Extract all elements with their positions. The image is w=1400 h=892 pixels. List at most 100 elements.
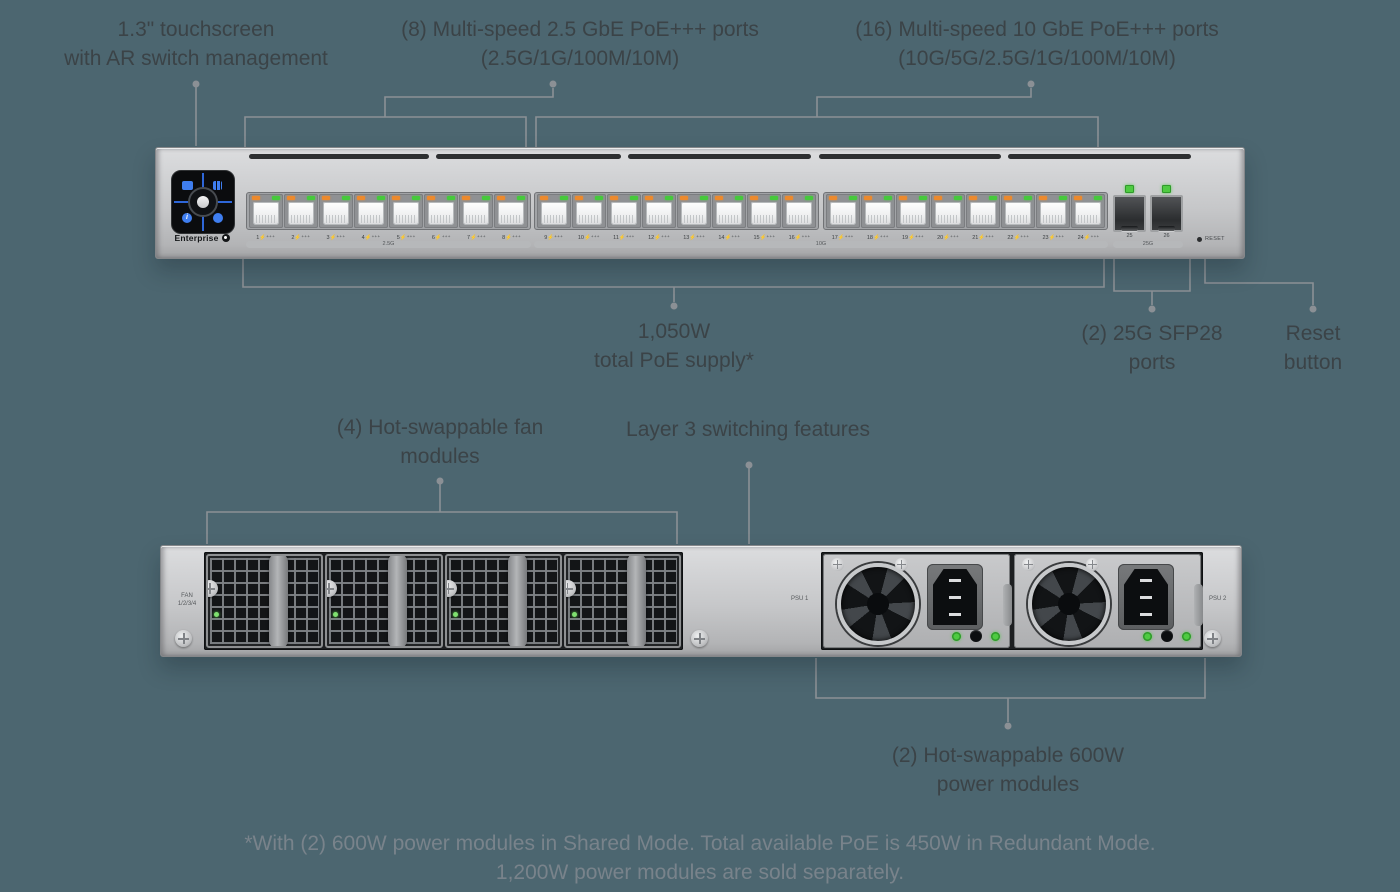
ethernet-port-1: 1⚡⁺⁺⁺ — [248, 194, 283, 241]
port-number-label: 20⚡⁺⁺⁺ — [937, 235, 959, 241]
fan-thumbscrew — [208, 580, 218, 597]
port-led-green — [629, 196, 638, 200]
fan-mesh — [329, 558, 439, 644]
rj45-jack — [498, 202, 525, 225]
rj45-jack — [751, 202, 778, 225]
port-number-label: 3⚡⁺⁺⁺ — [326, 235, 346, 241]
port-led-green — [664, 196, 673, 200]
ethernet-port-6: 6⚡⁺⁺⁺ — [424, 194, 459, 241]
port-number-label: 1⚡⁺⁺⁺ — [256, 235, 275, 241]
port-number-label: 6⚡⁺⁺⁺ — [431, 235, 451, 241]
rj45-jack — [681, 202, 708, 225]
switch-front-view: i Enterprise 1⚡⁺⁺⁺2⚡⁺⁺⁺3⚡⁺⁺⁺4⚡⁺⁺⁺5⚡⁺⁺⁺6⚡… — [155, 147, 1245, 259]
psu-module-2 — [1014, 554, 1203, 648]
sfp-led — [1162, 185, 1171, 193]
port-led-orange — [427, 196, 436, 200]
psu-button — [1161, 630, 1173, 642]
port-group-1: 1⚡⁺⁺⁺2⚡⁺⁺⁺3⚡⁺⁺⁺4⚡⁺⁺⁺5⚡⁺⁺⁺6⚡⁺⁺⁺7⚡⁺⁺⁺8⚡⁺⁺⁺ — [246, 192, 531, 241]
rj45-jack — [645, 202, 672, 225]
port-led-green — [517, 196, 526, 200]
callout-line-fans — [206, 477, 678, 544]
port-led-orange — [539, 196, 548, 200]
callout-line-25gbe-ports — [244, 80, 557, 147]
speed-bar-25g: 25G — [1113, 241, 1183, 248]
reset-label: RESET — [1205, 236, 1225, 242]
callout-25gbe-line2: (2.5G/1G/100M/10M) — [480, 46, 680, 70]
port-led-green — [918, 196, 927, 200]
port-number-label: 10⚡⁺⁺⁺ — [577, 235, 600, 241]
ac-pin — [949, 595, 961, 600]
port-led-green — [1059, 196, 1068, 200]
port-led-green — [735, 196, 744, 200]
port-number-label: 11⚡⁺⁺⁺ — [613, 235, 635, 241]
port-led-orange — [462, 196, 471, 200]
port-led-orange — [828, 196, 837, 200]
chassis-screw — [691, 630, 708, 647]
psu-screw — [895, 558, 908, 571]
callout-power-line1: (2) Hot-swappable 600W — [891, 744, 1125, 767]
port-number-label: 21⚡⁺⁺⁺ — [972, 235, 994, 241]
callout-touchscreen-line2: with AR switch management — [64, 46, 328, 70]
port-number-label: 8⚡⁺⁺⁺ — [502, 235, 521, 241]
port-led-green — [1024, 196, 1033, 200]
port-led-green — [482, 196, 491, 200]
fan-status-led — [571, 611, 577, 617]
psu-module-1 — [823, 554, 1012, 648]
callout-25gbe-line1: (8) Multi-speed 2.5 GbE PoE+++ ports — [401, 18, 759, 41]
sfp28-cage-25 — [1113, 195, 1146, 232]
port-led-orange — [1004, 196, 1013, 200]
fan-module-4 — [563, 554, 681, 648]
callout-fans: (4) Hot-swappable fan modules — [337, 414, 544, 471]
fan-module-3 — [444, 554, 562, 648]
rj45-jack — [1005, 202, 1032, 225]
rj45-jack — [829, 202, 856, 225]
ethernet-port-21: 21⚡⁺⁺⁺ — [966, 194, 1001, 241]
port-number-label: 9⚡⁺⁺⁺ — [544, 235, 563, 241]
callout-poe-line1: 1,050W — [637, 320, 711, 343]
port-number-label: 19⚡⁺⁺⁺ — [901, 235, 924, 241]
fan-module-1 — [206, 554, 324, 648]
ethernet-port-12: 12⚡⁺⁺⁺ — [641, 194, 676, 241]
callout-poe-line2: total PoE supply* — [594, 348, 754, 372]
brand-text: Enterprise — [174, 233, 219, 243]
chassis-screw — [1204, 630, 1221, 647]
port-led-orange — [392, 196, 401, 200]
port-led-green — [271, 196, 280, 200]
callout-reset: Reset button — [1284, 320, 1342, 377]
ethernet-port-17: 17⚡⁺⁺⁺ — [825, 194, 860, 241]
rj45-jack — [287, 202, 314, 225]
port-led-green — [341, 196, 350, 200]
fan-thumbscrew — [565, 580, 576, 597]
fan-status-led — [333, 611, 339, 617]
sfp28-cage-26 — [1150, 195, 1183, 232]
port-number-label: 17⚡⁺⁺⁺ — [831, 235, 854, 241]
psu-led-green — [1143, 631, 1152, 641]
rj45-jack — [786, 202, 813, 225]
vent-slot — [1008, 154, 1191, 159]
vent-slot — [819, 154, 1001, 159]
port-number-label: 13⚡⁺⁺⁺ — [683, 235, 705, 241]
ethernet-port-5: 5⚡⁺⁺⁺ — [389, 194, 424, 241]
port-led-orange — [785, 196, 794, 200]
callout-line-reset — [1204, 258, 1317, 313]
callout-sfp28-line1: (2) 25G SFP28 — [1081, 322, 1223, 345]
callout-10gbe-line2: (10G/5G/2.5G/1G/100M/10M) — [898, 46, 1176, 70]
port-led-orange — [898, 196, 907, 200]
callout-line-touchscreen — [192, 80, 200, 146]
psu-indicators — [1143, 630, 1191, 642]
rj45-jack — [575, 202, 602, 225]
fan-status-led — [452, 611, 458, 617]
rj45-jack — [428, 202, 455, 225]
fan-thumbscrew — [446, 580, 457, 597]
port-number-label: 14⚡⁺⁺⁺ — [718, 235, 741, 241]
status-circle-icon — [213, 213, 223, 223]
sfp-led — [1125, 185, 1134, 193]
vent-slot — [628, 154, 811, 159]
callout-layer3-line1: Layer 3 switching features — [626, 418, 870, 441]
callout-line-10gbe-ports — [535, 80, 1099, 147]
port-led-green — [805, 196, 814, 200]
callout-reset-line1: Reset — [1285, 322, 1341, 345]
callout-fans-line2: modules — [400, 444, 480, 468]
psu-bay — [821, 552, 1203, 650]
